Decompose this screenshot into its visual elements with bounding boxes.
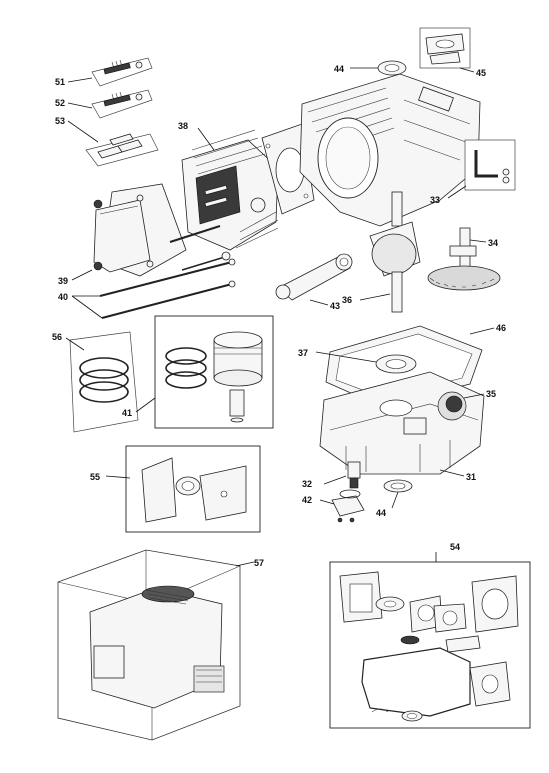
- callout-40: 40: [58, 292, 68, 302]
- part-43-connecting-rod: 43: [275, 253, 353, 311]
- callout-35: 35: [486, 389, 496, 399]
- callout-54: 54: [450, 542, 460, 552]
- part-37-oil-seal: 37: [298, 348, 417, 374]
- callout-32: 32: [302, 479, 312, 489]
- callout-52: 52: [55, 98, 65, 108]
- part-55-shield-kit: 55: [90, 445, 261, 533]
- part-53-rocker-arm-kit: 53: [55, 116, 159, 167]
- part-56-piston-ring-kit: 56: [52, 331, 139, 433]
- part-57-complete-engine: 57: [57, 549, 264, 741]
- callout-39: 39: [58, 276, 68, 286]
- part-54-gasket-set: 54: [329, 542, 531, 729]
- part-41-piston-kit: 41: [122, 315, 274, 429]
- part-33-hex-key-kit: 33: [430, 139, 516, 205]
- part-52-valve-spring-kit: 52: [55, 89, 153, 119]
- callout-51: 51: [55, 77, 65, 87]
- callout-44-lower: 44: [376, 508, 386, 518]
- part-45-gasket-kit: 45: [419, 27, 486, 78]
- callout-31: 31: [466, 472, 476, 482]
- callout-46: 46: [496, 323, 506, 333]
- callout-38: 38: [178, 121, 188, 131]
- callout-36: 36: [342, 295, 352, 305]
- part-32-oil-pump: 32: [302, 461, 361, 489]
- callout-37: 37: [298, 348, 308, 358]
- part-38-cylinder-head: 38: [178, 121, 279, 251]
- part-35-governor-gear: 35: [445, 389, 496, 413]
- part-34-camshaft: 34: [427, 227, 501, 291]
- part-44-oil-seal-lower: 44: [376, 479, 413, 518]
- part-51-valve-spring-kit: 51: [55, 57, 153, 87]
- callout-53: 53: [55, 116, 65, 126]
- part-36-crankshaft: 36: [342, 191, 421, 313]
- callout-44-upper: 44: [334, 64, 344, 74]
- callout-41: 41: [122, 408, 132, 418]
- callout-42: 42: [302, 495, 312, 505]
- callout-45: 45: [476, 68, 486, 78]
- part-42-pump-cover: 42: [302, 489, 365, 523]
- callout-33: 33: [430, 195, 440, 205]
- cylinder-block: [299, 73, 481, 227]
- part-44-oil-seal-upper: 44: [334, 60, 407, 76]
- callout-57: 57: [254, 558, 264, 568]
- part-39-valve-cover: 39: [58, 183, 187, 286]
- callout-43: 43: [330, 301, 340, 311]
- callout-34: 34: [488, 238, 498, 248]
- part-40-push-rods: 40: [58, 258, 236, 319]
- valves-and-bolt: [169, 225, 231, 271]
- callout-56: 56: [52, 332, 62, 342]
- callout-55: 55: [90, 472, 100, 482]
